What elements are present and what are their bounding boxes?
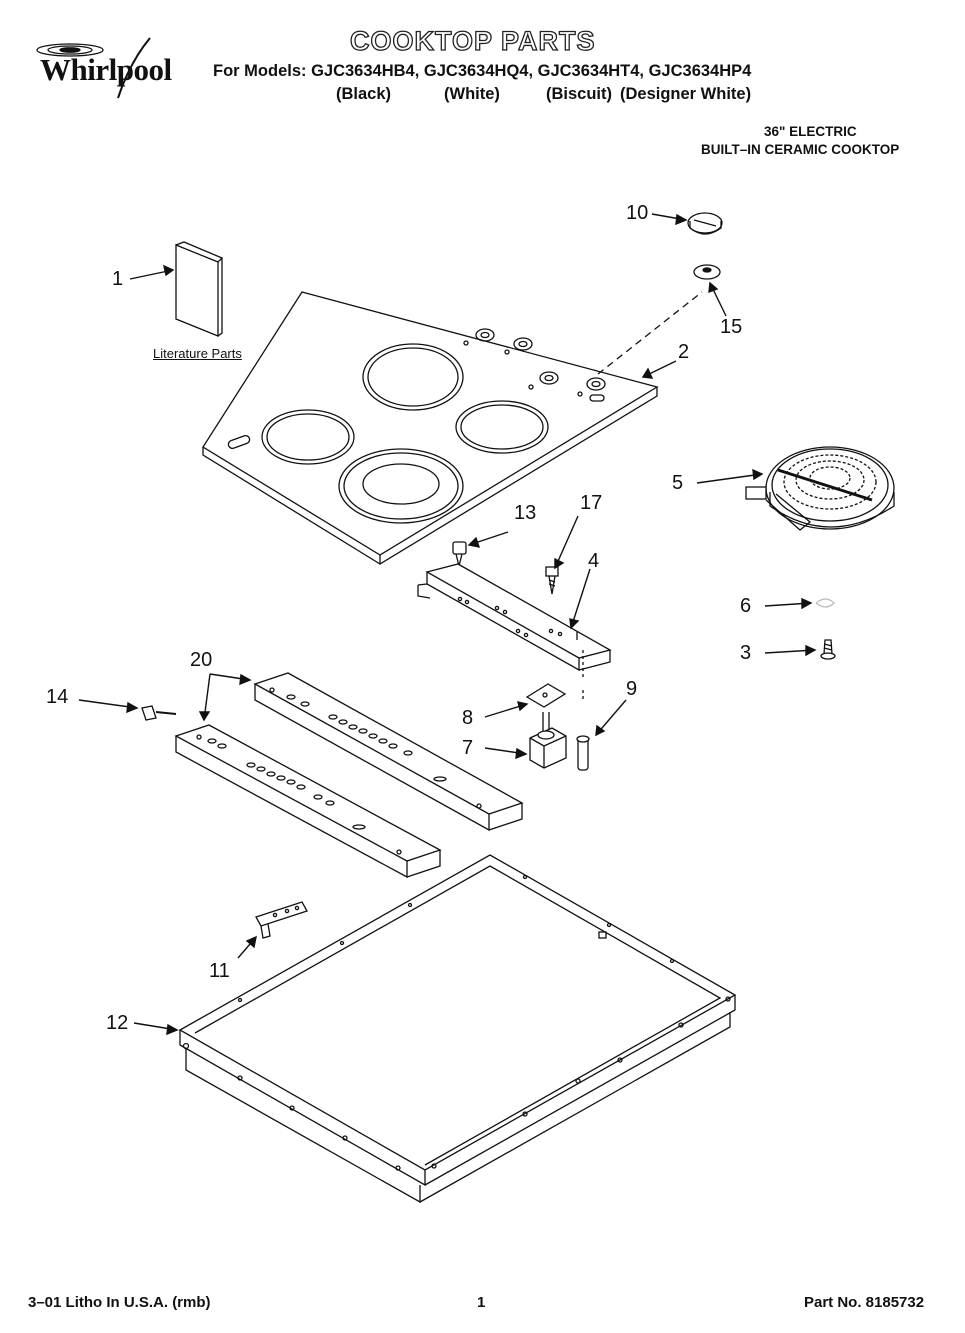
grommet [452, 541, 467, 567]
switch-plate [525, 683, 567, 708]
callout-3: 3 [740, 642, 752, 664]
literature-booklet [175, 241, 224, 337]
colorway-designer-white: (Designer White) [620, 85, 752, 103]
element-screw [820, 639, 836, 660]
mounting-bracket [255, 901, 308, 939]
cooktop-box [178, 854, 737, 1204]
support-rail-lower [174, 724, 442, 879]
dashed-leader [597, 291, 703, 375]
callout-12: 12 [106, 1012, 129, 1034]
colorway-white: (White) [444, 85, 500, 103]
callout-10: 10 [626, 202, 649, 224]
callout-8: 8 [462, 707, 474, 729]
callout-13: 13 [514, 502, 537, 524]
callout-7: 7 [462, 737, 474, 759]
indicator-light [576, 735, 590, 771]
callout-5: 5 [672, 472, 684, 494]
footer-page-number: 1 [477, 1294, 486, 1311]
bracket-screw [545, 566, 559, 595]
infinite-switch [529, 712, 567, 769]
footer-part-number: Part No. 8185732 [804, 1294, 925, 1311]
switch-bracket [417, 563, 612, 672]
callout-9: 9 [626, 678, 638, 700]
element-clip [815, 598, 835, 608]
brand-logo: Whirlpool [40, 52, 172, 87]
callout-11: 11 [209, 960, 230, 982]
callout-6: 6 [740, 595, 752, 617]
callout-4: 4 [588, 550, 600, 572]
colorway-black: (Black) [336, 85, 392, 103]
models-line: For Models: GJC3634HB4, GJC3634HQ4, GJC3… [213, 62, 752, 80]
product-type-line2: BUILT–IN CERAMIC COOKTOP [701, 142, 900, 157]
cooktop-glass [202, 291, 659, 566]
callout-17: 17 [580, 492, 603, 514]
literature-parts-label: Literature Parts [153, 346, 242, 361]
knob-seal [693, 264, 721, 280]
control-knob [687, 212, 723, 235]
product-type-line1: 36" ELECTRIC [764, 124, 857, 139]
support-rail-upper [253, 672, 524, 832]
callout-15: 15 [720, 316, 743, 338]
callout-arrows [78, 213, 817, 1036]
callout-1: 1 [112, 268, 124, 290]
footer-litho: 3–01 Litho In U.S.A. (rmb) [28, 1294, 211, 1311]
callout-20: 20 [190, 649, 213, 671]
page-title: COOKTOP PARTS [349, 25, 596, 56]
whirlpool-logo-swirl [36, 37, 151, 99]
colorway-biscuit: (Biscuit) [546, 85, 612, 103]
callout-14: 14 [46, 686, 69, 708]
callout-2: 2 [678, 341, 690, 363]
rail-screw [141, 705, 177, 721]
radiant-surface-element [745, 446, 895, 531]
